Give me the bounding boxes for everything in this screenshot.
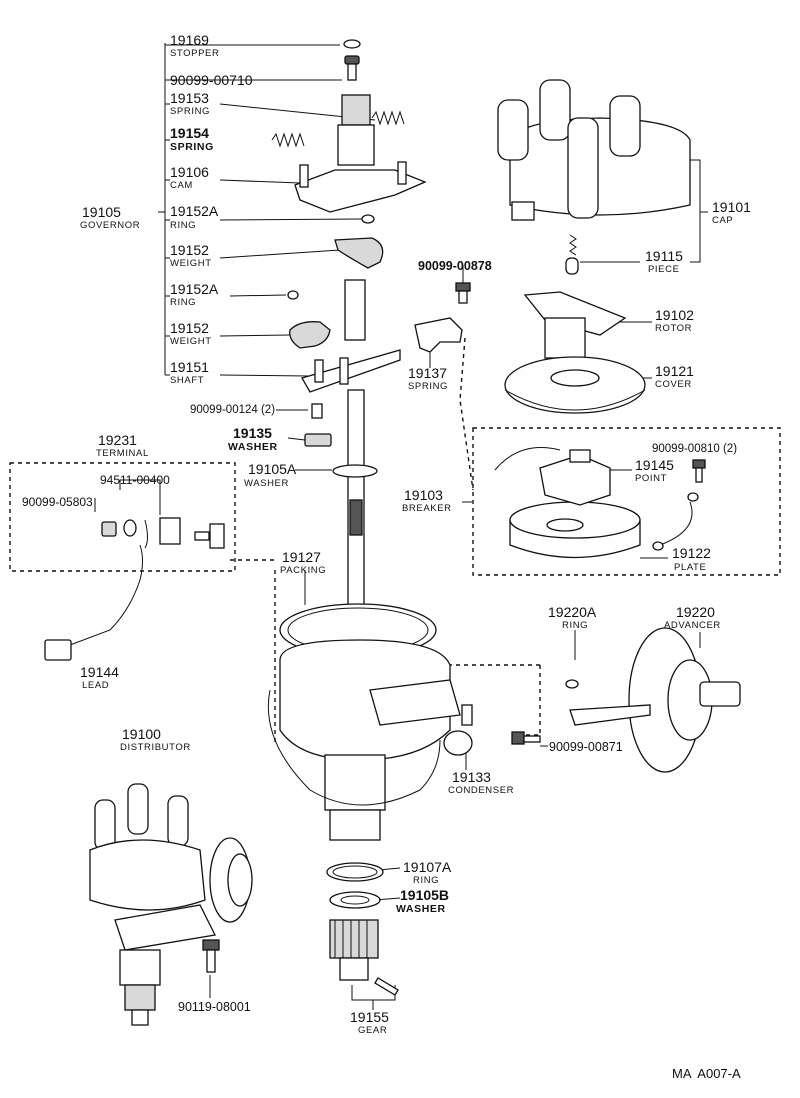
leader-lines (94, 43, 708, 1010)
footer-code: MA A007-A (672, 1066, 741, 1081)
label-19152-1-name: WEIGHT (170, 258, 212, 269)
label-19220-num: 19220 (676, 604, 715, 620)
label-19152A-1-name: RING (170, 220, 196, 231)
label-90099-00878-num: 90099-00878 (418, 259, 492, 273)
label-19101-name: CAP (712, 215, 733, 226)
label-19155-num: 19155 (350, 1009, 389, 1025)
label-19105A-name: WASHER (244, 478, 289, 489)
label-19152A-2-num: 19152A (170, 281, 219, 297)
label-19153-name: SPRING (170, 106, 210, 117)
label-19144-num: 19144 (80, 664, 119, 680)
label-19152-1-num: 19152 (170, 242, 209, 258)
label-19105A-num: 19105A (248, 461, 297, 477)
label-19105-name: GOVERNOR (80, 220, 140, 231)
shaft-top (344, 279, 366, 341)
label-19231-name: TERMINAL (96, 448, 149, 459)
part-labels: 19169 STOPPER 90099-00710 19153 SPRING 1… (22, 32, 751, 1081)
cap-rotor-cover (414, 79, 691, 414)
label-19102-name: ROTOR (655, 323, 692, 334)
label-94511-00400-num: 94511-00400 (100, 473, 170, 487)
label-19122-name: PLATE (674, 562, 706, 573)
label-90099-00871-num: 90099-00871 (549, 740, 623, 754)
label-19100-name: DISTRIBUTOR (120, 742, 191, 753)
label-19101-num: 19101 (712, 199, 751, 215)
label-90119-08001-num: 90119-08001 (178, 1000, 251, 1014)
label-90099-00710-num: 90099-00710 (170, 72, 253, 88)
label-19220-name: ADVANCER (664, 620, 721, 631)
label-90099-05803-num: 90099-05803 (22, 495, 93, 509)
label-19135-num: 19135 (233, 425, 272, 441)
label-19121-num: 19121 (655, 363, 694, 379)
label-19121-name: COVER (655, 379, 692, 390)
label-19103-num: 19103 (404, 487, 443, 503)
label-19137-num: 19137 (408, 365, 447, 381)
label-19127-name: PACKING (280, 565, 326, 576)
label-19107A-num: 19107A (403, 859, 452, 875)
label-19107A-name: RING (413, 875, 439, 886)
label-90099-00124-num: 90099-00124 (2) (190, 404, 275, 416)
terminal-lead (44, 517, 225, 661)
label-19105B-num: 19105B (400, 887, 449, 903)
dashed-groupings (9, 337, 781, 745)
label-19137-name: SPRING (408, 381, 448, 392)
assembled-distributor (89, 783, 253, 1026)
label-90099-00810-num: 90099-00810 (2) (652, 443, 737, 455)
label-19106-name: CAM (170, 180, 193, 191)
breaker-plate (494, 447, 706, 559)
label-19102-num: 19102 (655, 307, 694, 323)
housing (267, 603, 541, 841)
label-19105B-name: WASHER (396, 903, 446, 915)
label-19231-num: 19231 (98, 432, 137, 448)
label-19100-num: 19100 (122, 726, 161, 742)
stopper-ring (343, 39, 361, 49)
label-19144-name: LEAD (82, 680, 109, 691)
label-19105-num: 19105 (82, 204, 121, 220)
label-19169-name: STOPPER (170, 48, 219, 59)
label-19133-name: CONDENSER (448, 785, 514, 796)
label-19154-num: 19154 (170, 125, 209, 141)
label-19122-num: 19122 (672, 545, 711, 561)
label-19220A-name: RING (562, 620, 588, 631)
governor-parts (271, 39, 427, 621)
label-19152A-2-name: RING (170, 297, 196, 308)
label-19145-name: POINT (635, 473, 667, 484)
rings-gear (326, 862, 399, 996)
label-19220A-num: 19220A (548, 604, 597, 620)
label-19155-name: GEAR (358, 1025, 387, 1036)
label-19151-name: SHAFT (170, 375, 204, 386)
label-19152A-1-num: 19152A (170, 203, 219, 219)
label-19145-num: 19145 (635, 457, 674, 473)
label-19152-2-name: WEIGHT (170, 336, 212, 347)
label-19103-name: BREAKER (402, 503, 452, 514)
label-19115-name: PIECE (648, 264, 680, 275)
advancer (565, 627, 741, 773)
label-19154-name: SPRING (170, 141, 214, 153)
label-19152-2-num: 19152 (170, 320, 209, 336)
label-19151-num: 19151 (170, 359, 209, 375)
label-19133-num: 19133 (452, 769, 491, 785)
label-19135-name: WASHER (228, 441, 278, 453)
label-19127-num: 19127 (282, 549, 321, 565)
label-19169-num: 19169 (170, 32, 209, 48)
label-19115-num: 19115 (645, 248, 683, 264)
label-19106-num: 19106 (170, 164, 209, 180)
label-19153-num: 19153 (170, 90, 209, 106)
